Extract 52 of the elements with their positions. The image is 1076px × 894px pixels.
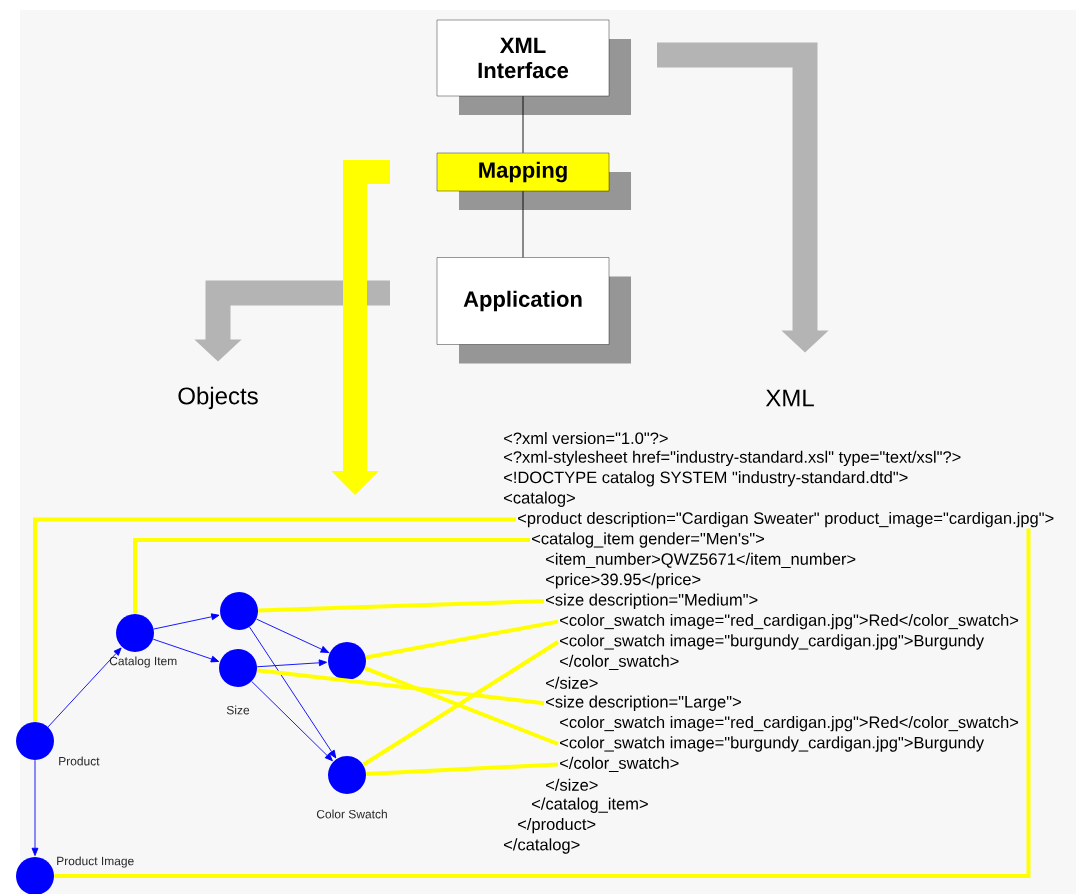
code-line: </product> — [518, 817, 596, 834]
code-line: <color_swatch image="red_cardigan.jpg">Red</color_swatch> — [560, 613, 1019, 630]
arrow — [153, 613, 220, 630]
connector-line — [133, 538, 530, 614]
arrow — [251, 681, 333, 762]
arrow — [152, 638, 220, 663]
connector-line — [54, 528, 1031, 878]
arrow — [47, 647, 122, 728]
code-line: </catalog> — [504, 838, 580, 854]
code-line: <!DOCTYPE catalog SYSTEM "industry-standard.dtd"> — [504, 471, 908, 487]
code-line: <size description="Medium"> — [546, 593, 758, 609]
node-label: Product Image — [57, 856, 134, 868]
connector-line — [366, 762, 559, 777]
code-line: <product description="Cardigan Sweater" product_image="cardigan.jpg"> — [518, 511, 1054, 528]
code-line: <price>39.95</price> — [546, 573, 701, 589]
arrow — [256, 659, 328, 668]
circle-node — [220, 592, 258, 630]
code-line: <color_swatch image="burgundy_cardigan.jpg">Burgundy — [560, 736, 985, 752]
code-line: <?xml-stylesheet href="industry-standard.xsl" type="text/xsl"?> — [504, 450, 961, 467]
process-box: Mapping — [436, 152, 631, 210]
connector-line — [522, 95, 524, 154]
code-line: </catalog_item> — [532, 797, 648, 813]
code-line: <item_number>QWZ5671</item_number> — [546, 552, 856, 568]
connector-line — [256, 668, 545, 706]
arrow — [256, 618, 329, 653]
code-line: <color_swatch image="burgundy_cardigan.jpg">Burgundy — [560, 634, 985, 650]
code-line: <catalog> — [504, 491, 575, 507]
connector-line — [364, 666, 559, 746]
connector-line — [33, 517, 516, 722]
code-line: <size description="Large"> — [546, 695, 741, 711]
code-line: </size> — [546, 778, 598, 791]
code-line: <?xml version="1.0"?> — [504, 431, 668, 445]
arrow — [31, 759, 39, 857]
process-box: Application — [436, 257, 631, 364]
heading-label: Objects — [178, 386, 258, 410]
circle-node — [328, 642, 366, 680]
code-line: <catalog_item gender="Men's"> — [532, 532, 764, 548]
node-label: Catalog Item — [109, 656, 177, 668]
code-line: </color_swatch> — [560, 654, 679, 670]
connector-line — [365, 619, 559, 660]
node-label: Size — [226, 705, 250, 715]
code-line: </size> — [546, 676, 598, 689]
process-box: XML Interface — [436, 19, 631, 115]
node-label: Product — [59, 756, 100, 766]
node-label: Color Swatch — [316, 809, 387, 819]
connector-line — [362, 640, 560, 767]
connector-line — [258, 599, 545, 613]
heading-label: XML — [765, 389, 814, 407]
connector-line — [522, 190, 524, 258]
code-line: <color_swatch image="red_cardigan.jpg">Red</color_swatch> — [560, 715, 1019, 732]
arrow — [249, 626, 337, 759]
code-line: </color_swatch> — [560, 756, 679, 773]
